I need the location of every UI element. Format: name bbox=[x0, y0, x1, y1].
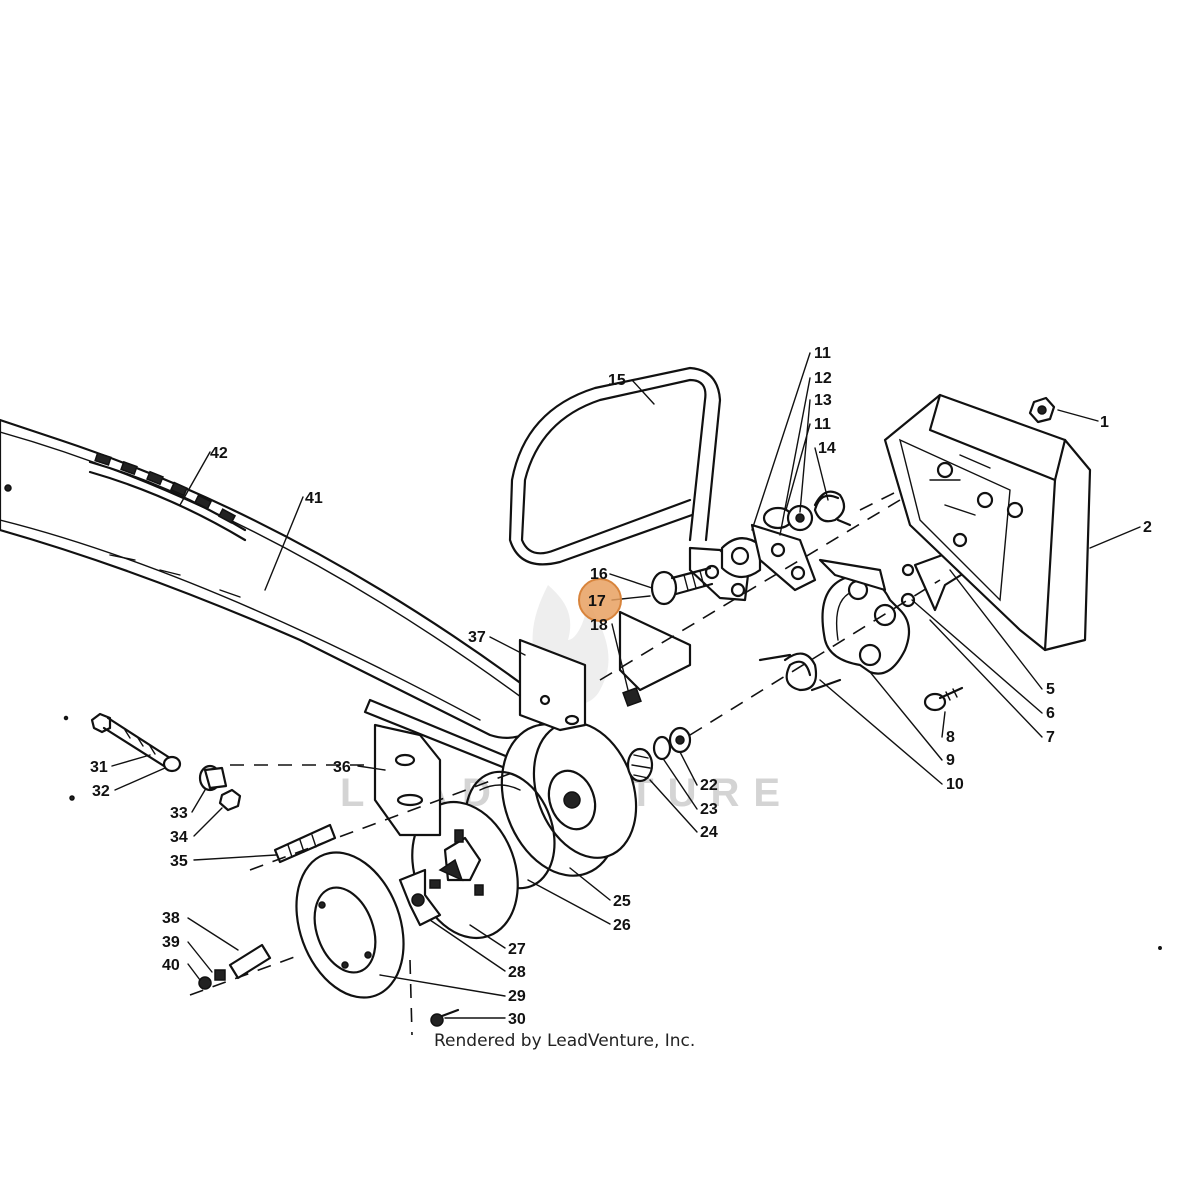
callout-11-lower[interactable]: 11 bbox=[814, 416, 831, 433]
front-hand-guard[interactable] bbox=[508, 366, 750, 602]
needle-bearing[interactable] bbox=[626, 747, 654, 783]
callout-23[interactable]: 23 bbox=[700, 801, 718, 818]
guide-bar[interactable] bbox=[0, 418, 547, 774]
callout-28[interactable]: 28 bbox=[508, 964, 526, 981]
callout-27[interactable]: 27 bbox=[508, 941, 526, 958]
brake-band[interactable] bbox=[818, 558, 911, 675]
bar-stud[interactable] bbox=[273, 823, 337, 864]
callout-12[interactable]: 12 bbox=[814, 370, 832, 387]
guard-bracket[interactable] bbox=[618, 610, 692, 707]
wing-nut[interactable] bbox=[398, 868, 442, 927]
bar-nut[interactable] bbox=[218, 788, 242, 812]
saw-chain[interactable] bbox=[88, 452, 247, 542]
callout-7[interactable]: 7 bbox=[1046, 729, 1055, 746]
callout-36[interactable]: 36 bbox=[333, 759, 351, 776]
callout-2[interactable]: 2 bbox=[1143, 519, 1152, 536]
callout-29[interactable]: 29 bbox=[508, 988, 526, 1005]
callout-18[interactable]: 18 bbox=[590, 617, 608, 634]
callout-40[interactable]: 40 bbox=[162, 957, 180, 974]
callout-26[interactable]: 26 bbox=[613, 917, 631, 934]
callout-39[interactable]: 39 bbox=[162, 934, 180, 951]
clutch-drum[interactable] bbox=[482, 708, 654, 892]
callout-9[interactable]: 9 bbox=[946, 752, 955, 769]
render-credit: Rendered by LeadVenture, Inc. bbox=[434, 1031, 695, 1051]
callout-22[interactable]: 22 bbox=[700, 777, 718, 794]
inner-bar-plate[interactable] bbox=[373, 723, 442, 837]
callout-41[interactable]: 41 bbox=[305, 490, 323, 507]
callout-1[interactable]: 1 bbox=[1100, 414, 1109, 431]
callout-37[interactable]: 37 bbox=[468, 629, 486, 646]
cover-screw[interactable] bbox=[430, 1008, 460, 1027]
callout-8[interactable]: 8 bbox=[946, 729, 955, 746]
assembly-axis-lines bbox=[189, 489, 941, 1036]
leader-lines bbox=[111, 352, 1141, 1019]
selected-callout-highlight[interactable] bbox=[578, 578, 622, 622]
callout-33[interactable]: 33 bbox=[170, 805, 188, 822]
callout-24[interactable]: 24 bbox=[700, 824, 718, 841]
callout-15[interactable]: 15 bbox=[608, 372, 626, 389]
callout-11-upper[interactable]: 11 bbox=[814, 345, 831, 362]
outer-bar-plate[interactable] bbox=[518, 638, 587, 732]
adjusting-pin[interactable] bbox=[198, 943, 272, 990]
callout-42[interactable]: 42 bbox=[210, 445, 228, 462]
brake-pin-screw[interactable] bbox=[923, 686, 964, 712]
callout-30[interactable]: 30 bbox=[508, 1011, 526, 1028]
bar-spacer[interactable] bbox=[198, 764, 228, 792]
callout-17[interactable]: 17 bbox=[588, 593, 606, 610]
callout-35[interactable]: 35 bbox=[170, 853, 188, 870]
callout-31[interactable]: 31 bbox=[90, 759, 108, 776]
callout-34[interactable]: 34 bbox=[170, 829, 188, 846]
callout-16[interactable]: 16 bbox=[590, 566, 608, 583]
callout-13[interactable]: 13 bbox=[814, 392, 832, 409]
clutch-cover[interactable] bbox=[883, 393, 1092, 652]
drum-washers[interactable] bbox=[652, 726, 692, 761]
callout-labels: 1 2 5 6 7 8 9 10 11 12 13 11 14 15 16 17… bbox=[90, 345, 1152, 1028]
outer-side-plate[interactable] bbox=[277, 837, 422, 1012]
callout-6[interactable]: 6 bbox=[1046, 705, 1055, 722]
cover-nut[interactable] bbox=[1028, 396, 1056, 424]
callout-5[interactable]: 5 bbox=[1046, 681, 1055, 698]
callout-32[interactable]: 32 bbox=[92, 783, 110, 800]
brake-spring-upper[interactable] bbox=[813, 490, 852, 527]
pivot-plates[interactable] bbox=[720, 504, 817, 592]
callout-38[interactable]: 38 bbox=[162, 910, 180, 927]
callout-25[interactable]: 25 bbox=[613, 893, 631, 910]
guard-bolt[interactable] bbox=[650, 566, 714, 606]
callout-10[interactable]: 10 bbox=[946, 776, 964, 793]
callout-14[interactable]: 14 bbox=[818, 440, 836, 457]
scan-specks bbox=[63, 715, 1162, 950]
bar-bolt[interactable] bbox=[90, 712, 182, 773]
